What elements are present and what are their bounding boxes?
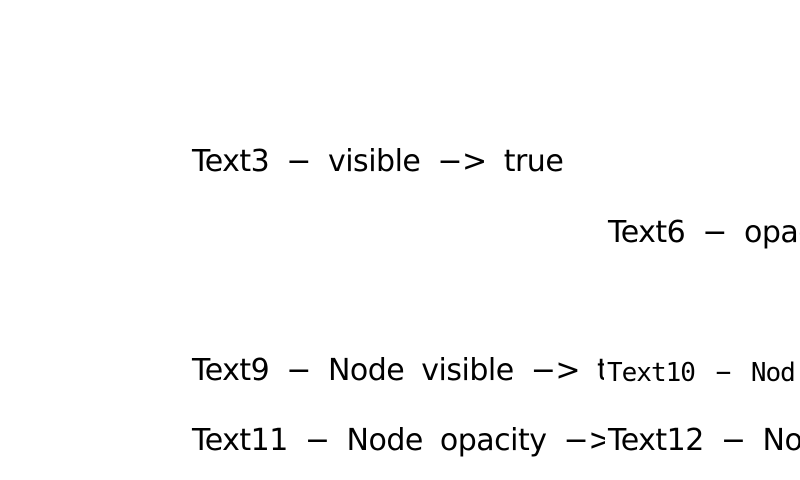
text-label-text3: Text3 − visible −> true [192, 144, 564, 179]
text-label-text9: Text9 − Node visible −> tru [192, 353, 639, 388]
text-label-text10: Text10 − Nod [604, 354, 796, 392]
text-label-text11: Text11 − Node opacity −> 0 [192, 423, 649, 458]
text-label-text12: Text12 − Nod [605, 422, 800, 460]
text-label-text6: Text6 − opac [608, 215, 800, 250]
